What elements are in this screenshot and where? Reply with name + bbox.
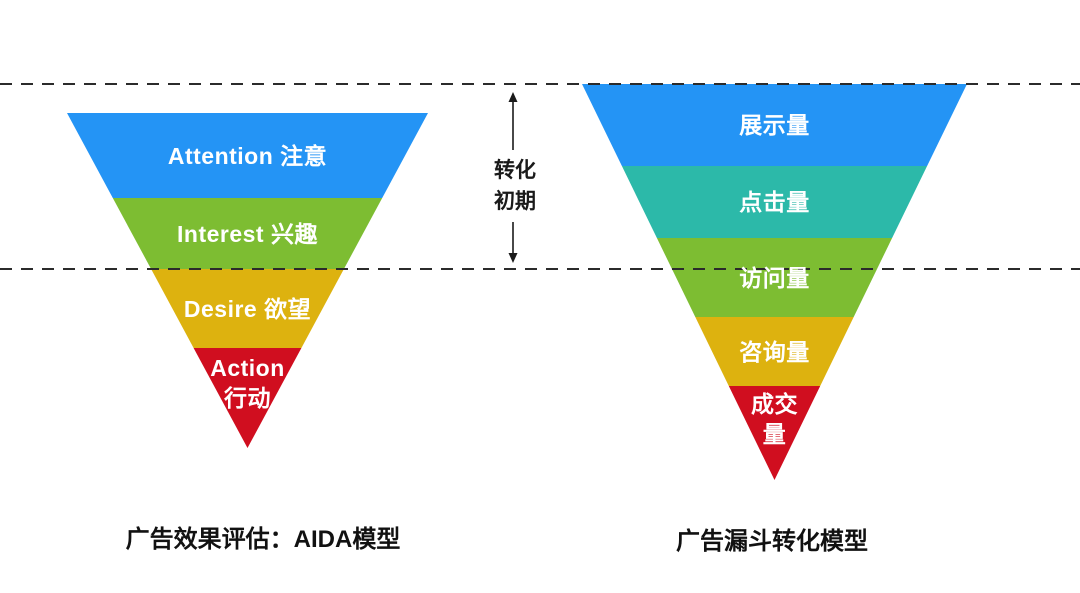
funnel-aida-label-0: Attention 注意 [167,142,328,169]
funnel-aida-layer-3 [193,348,302,448]
caption-aida-model: 广告效果评估：AIDA模型 [125,526,401,553]
dashed-line-bottom [0,268,1080,270]
funnel-aida-layer-2 [151,269,344,348]
funnel-conversion-layer-3 [695,317,854,386]
funnel-aida-label-3: Action 行动 [210,355,285,411]
funnel-conversion-label-3: 咨询量 [739,338,810,365]
funnel-conversion-layer-0 [582,84,967,166]
funnel-conversion-label-0: 展示量 [739,112,810,138]
funnel-conversion-layer-2 [656,238,893,317]
funnel-aida-layer-0 [67,113,428,198]
funnel-conversion-label-4: 成交 量 [751,390,798,447]
caption-conversion-model: 广告漏斗转化模型 [676,528,868,555]
funnel-conversion-layer-4 [728,386,821,480]
funnel-aida-label-2: Desire 欲望 [183,295,312,322]
dashed-line-top [0,83,1080,85]
stage-label: 转化 初期 [494,159,536,213]
funnel-conversion-label-2: 访问量 [739,264,810,291]
funnel-aida-label-1: Interest 兴趣 [177,220,318,247]
funnel-conversion-layer-1 [621,166,928,238]
funnel-conversion-label-1: 点击量 [739,189,810,215]
funnel-aida-layer-1 [112,198,383,269]
double-headed-arrow-icon [508,92,518,263]
